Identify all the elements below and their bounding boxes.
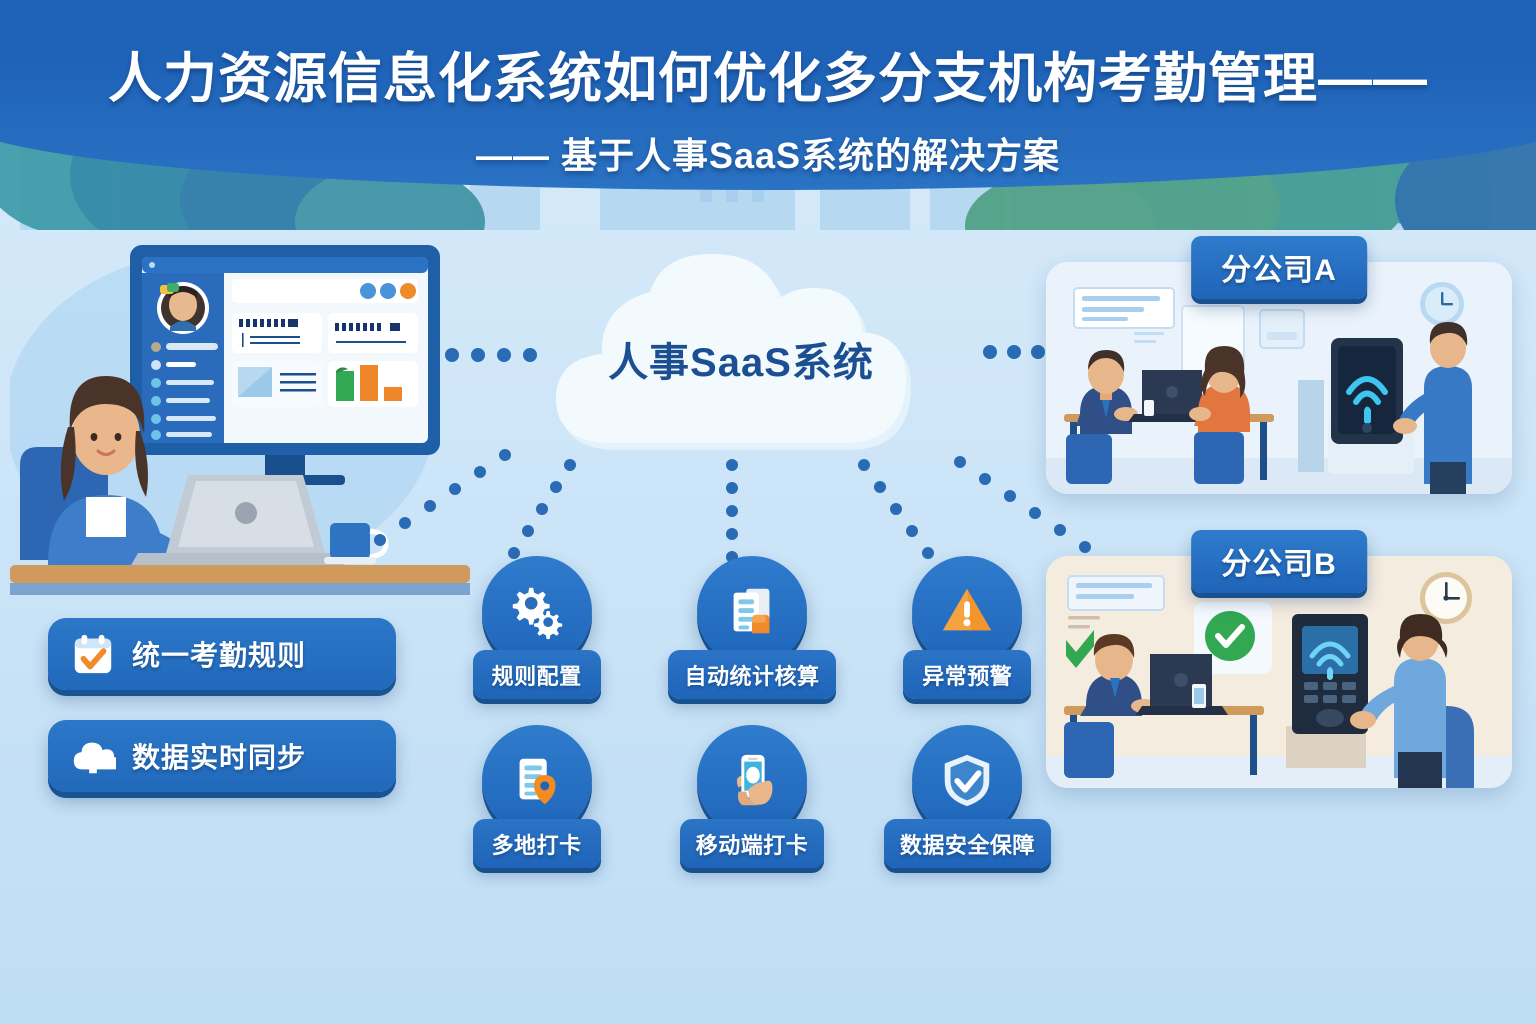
branch-office-scene-a: [1046, 262, 1512, 494]
branch-card-a[interactable]: 分公司A: [1046, 236, 1512, 494]
staff-seated-right: [1189, 346, 1250, 484]
cloud-shape: [556, 254, 911, 450]
feature-icon-circle: [481, 725, 592, 835]
calendar-check-icon: [74, 634, 112, 674]
page-subtitle: —— 基于人事SaaS系统的解决方案: [475, 135, 1061, 176]
feature-rule-config[interactable]: 规则配置: [432, 556, 641, 699]
feature-multi-site-punch[interactable]: 多地打卡: [432, 725, 641, 868]
feature-label: 规则配置: [472, 650, 601, 699]
feature-mobile-punch[interactable]: 移动端打卡: [647, 725, 856, 868]
office-illustration-a: [1046, 262, 1512, 494]
feature-label: 异常预警: [903, 650, 1032, 699]
feature-label: 自动统计核算: [668, 650, 836, 699]
hr-officer-scene: [10, 245, 470, 595]
feature-data-security[interactable]: 数据安全保障: [863, 725, 1072, 868]
feature-label: 数据安全保障: [883, 819, 1051, 868]
hr-officer: [48, 376, 205, 566]
cloud-upload-icon: [73, 742, 116, 774]
shield-check-icon: [945, 754, 990, 807]
benefit-pill-label: 数据实时同步: [132, 742, 307, 773]
attendance-terminal: [1292, 614, 1368, 734]
feature-icon-grid: 规则配置 自动统计核算: [432, 556, 1072, 868]
branch-office-scene-b: [1046, 556, 1512, 788]
central-cloud: 人事SaaS系统: [496, 238, 986, 453]
small-check-mark: [1066, 630, 1094, 668]
gears-icon: [512, 587, 562, 640]
staff-seated-left: [1066, 350, 1138, 484]
benefit-pill-label: 统一考勤规则: [132, 640, 307, 671]
office-illustration-b: [1046, 556, 1512, 788]
feature-icon-circle: [696, 725, 807, 835]
benefit-pill-realtime-sync[interactable]: 数据实时同步: [48, 720, 396, 792]
coffee-mug: [324, 523, 389, 564]
wall-screen: [1259, 309, 1305, 349]
feature-icon-circle: [696, 556, 807, 666]
branch-badge-a: 分公司A: [1191, 236, 1367, 299]
warning-triangle-icon: [943, 588, 992, 631]
wall-clock: [1420, 572, 1472, 624]
staff-at-terminal: [1350, 614, 1474, 788]
biometric-kiosk: [1331, 338, 1403, 444]
feature-icon-circle: [912, 556, 1023, 666]
header: 人力资源信息化系统如何优化多分支机构考勤管理—— —— 基于人事SaaS系统的解…: [0, 0, 1536, 179]
feature-label: 多地打卡: [472, 819, 601, 868]
branch-badge-b: 分公司B: [1191, 530, 1367, 593]
feature-icon-circle: [481, 556, 592, 666]
laptop: [130, 475, 346, 567]
feature-auto-calculation[interactable]: 自动统计核算: [647, 556, 856, 699]
staff-seated-b: [1064, 634, 1157, 778]
desktop-monitor: [130, 245, 440, 485]
feature-label: 移动端打卡: [679, 819, 825, 868]
check-badge: [1205, 611, 1255, 661]
benefit-pill-unified-rules[interactable]: 统一考勤规则: [48, 618, 396, 690]
staff-at-kiosk: [1393, 322, 1472, 494]
location-record-icon: [519, 758, 556, 805]
branch-card-b[interactable]: 分公司B: [1046, 530, 1512, 788]
wall-board: [1067, 575, 1165, 611]
benefit-pill-list: 统一考勤规则 数据实时同步: [48, 618, 396, 822]
mobile-hand-icon: [736, 754, 773, 806]
wall-clock: [1420, 282, 1464, 326]
feature-exception-alert[interactable]: 异常预警: [863, 556, 1072, 699]
report-chart-icon: [733, 588, 770, 634]
feature-icon-circle: [912, 725, 1023, 835]
cloud-label: 人事SaaS系统: [608, 341, 874, 385]
